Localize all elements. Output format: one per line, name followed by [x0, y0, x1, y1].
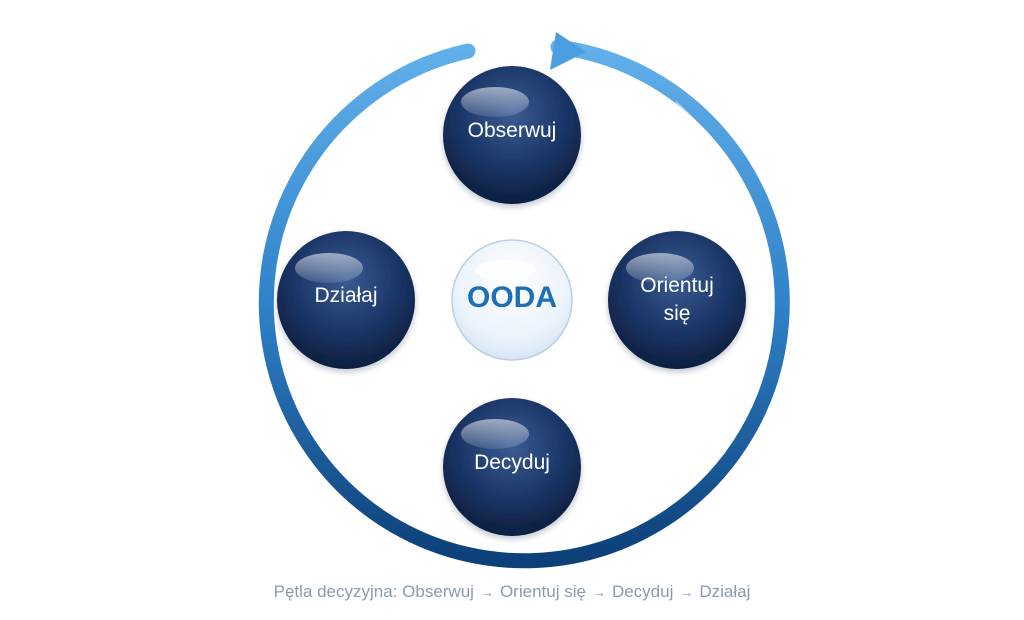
caption-arrow-icon: →: [479, 584, 494, 600]
node-decide: Decyduj: [443, 398, 581, 536]
caption-step-act: Działaj: [699, 582, 751, 601]
caption-step-observe: Obserwuj: [402, 582, 474, 601]
cycle-ring: [258, 39, 790, 569]
node-orient-label-line2: się: [664, 302, 691, 325]
node-orient: Orientuj się: [608, 231, 746, 369]
caption-arrow-icon: →: [591, 584, 606, 600]
caption-step-orient: Orientuj się: [499, 582, 586, 601]
node-orient-label-line1: Orientuj: [640, 274, 714, 297]
caption-step-decide: Decyduj: [611, 582, 674, 601]
node-act-label: Działaj: [314, 284, 377, 307]
center-label: OODA: [467, 281, 557, 314]
caption-prefix: Pętla decyzyjna:: [273, 582, 398, 601]
node-decide-label: Decyduj: [474, 451, 550, 474]
caption: Pętla decyzyjna: Obserwuj → Orientuj się → D…: [0, 582, 1024, 602]
center-node: OODA: [451, 239, 573, 361]
node-observe: Obserwuj: [443, 66, 581, 204]
node-observe-label: Obserwuj: [468, 119, 557, 142]
node-act: Działaj: [277, 231, 415, 369]
cycle-arrowhead-icon: [550, 32, 586, 70]
caption-arrow-icon: →: [679, 584, 694, 600]
